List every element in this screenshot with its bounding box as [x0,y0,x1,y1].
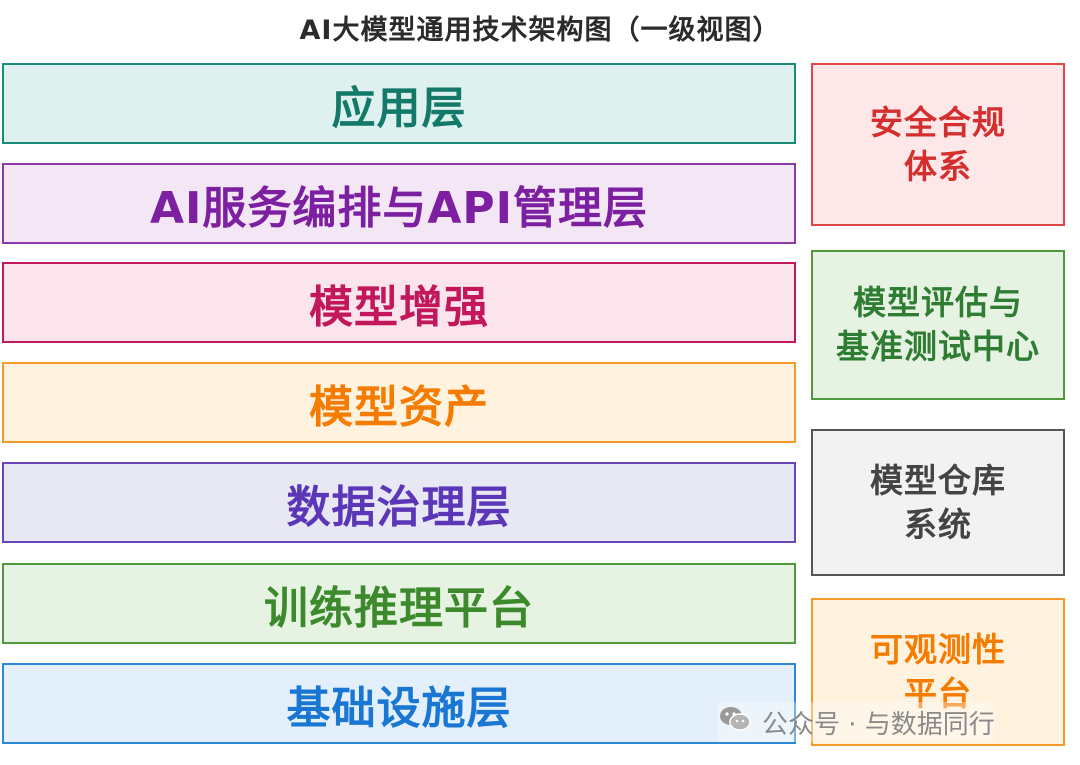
layer-training-inference: 训练推理平台 [2,563,796,644]
layer-label: 基础设施层 [286,682,512,734]
layer-label: 模型资产 [309,381,489,433]
layer-label: 训练推理平台 [264,582,534,634]
layer-label: 数据治理层 [286,481,512,533]
side-panel-line: 基准测试中心 [836,327,1040,366]
side-panel-line: 系统 [904,504,972,544]
side-panel-line: 安全合规 [870,102,1006,142]
side-panel-observability: 可观测性 平台 [811,598,1065,746]
side-panel-model-evaluation: 模型评估与 基准测试中心 [811,250,1065,400]
layer-label: 应用层 [331,82,467,134]
side-panel-line: 模型评估与 [853,283,1023,322]
side-panel-security-compliance: 安全合规 体系 [811,63,1065,226]
side-panel-model-repository: 模型仓库 系统 [811,429,1065,576]
watermark-text: 公众号 · 与数据同行 [762,709,995,740]
layer-ai-service-orchestration: AI服务编排与API管理层 [2,163,796,244]
layer-infrastructure: 基础设施层 [2,663,796,744]
layer-model-assets: 模型资产 [2,362,796,443]
layer-model-enhancement: 模型增强 [2,262,796,343]
layer-data-governance: 数据治理层 [2,462,796,543]
side-panel-line: 平台 [904,674,972,713]
layer-label: 模型增强 [309,281,489,333]
side-panel-line: 可观测性 [870,630,1006,669]
layer-application: 应用层 [2,63,796,144]
watermark: 公众号 · 与数据同行 [718,702,995,742]
wechat-icon [718,704,762,741]
diagram-title: AI大模型通用技术架构图（一级视图） [299,15,781,46]
side-panel-line: 模型仓库 [870,460,1006,500]
layer-label: AI服务编排与API管理层 [149,182,649,234]
side-panel-line: 体系 [904,146,972,186]
